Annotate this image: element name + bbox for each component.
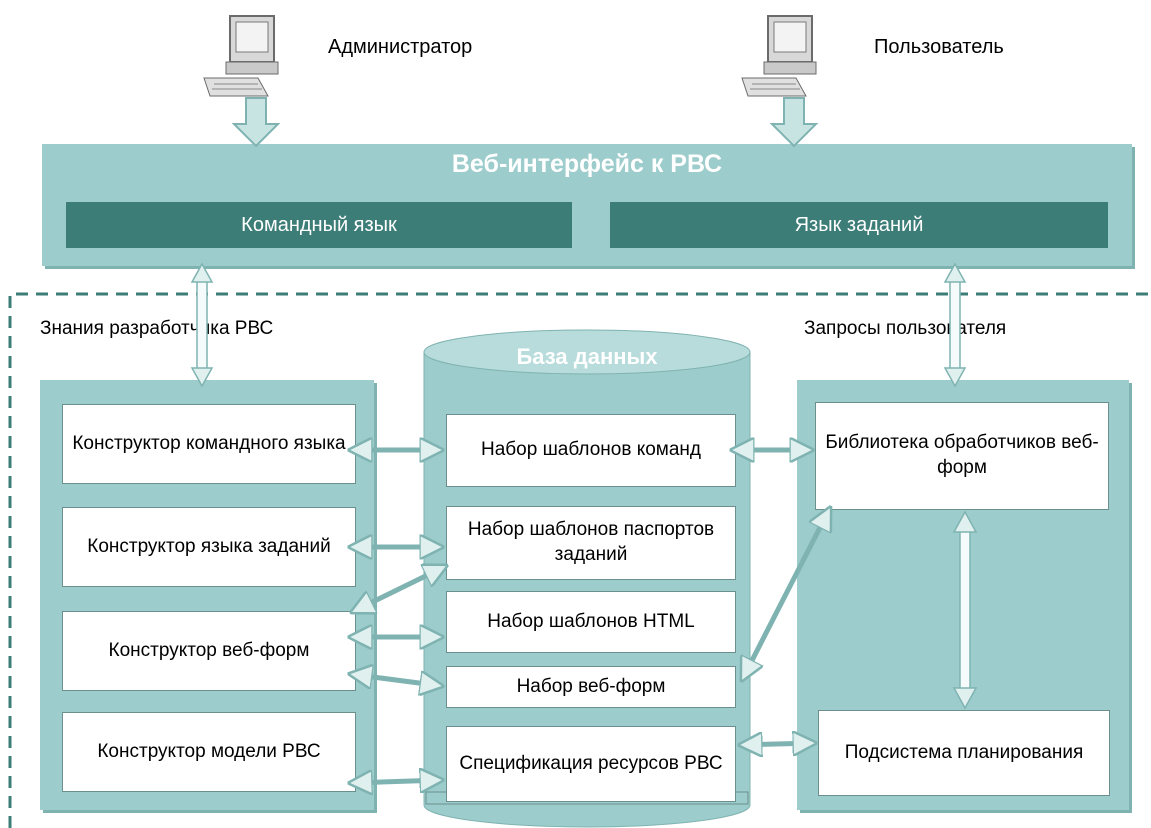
resources-specification: Спецификация ресурсов РВС — [446, 726, 736, 802]
html-templates: Набор шаблонов HTML — [446, 591, 736, 653]
command-language-bar: Командный язык — [66, 202, 572, 248]
user-label: Пользователь — [874, 36, 1004, 58]
developer-knowledge-label: Знания разработчика РВС — [40, 318, 274, 339]
web-forms-set: Набор веб-форм — [446, 666, 736, 708]
task-language-constructor: Конструктор языка заданий — [62, 507, 356, 587]
task-passport-templates: Набор шаблонов паспортов заданий — [446, 506, 736, 580]
link-webforms-library — [742, 508, 830, 680]
link-model-constructor-specification — [350, 780, 442, 783]
web-form-handlers-library: Библиотека обработчиков веб-форм — [815, 402, 1109, 510]
developer-knowledge-arrow — [190, 262, 214, 388]
command-language-constructor: Конструктор командного языка — [62, 404, 356, 484]
link-webforms-constructor-passports — [352, 566, 446, 612]
web-interface-title: Веб-интерфейс к РВС — [451, 150, 723, 178]
user-down-arrow — [769, 97, 819, 148]
admin-label: Администратор — [328, 36, 473, 58]
admin-down-arrow — [231, 97, 281, 148]
model-constructor: Конструктор модели РВС — [62, 712, 356, 792]
admin-computer-icon — [200, 8, 280, 103]
link-library-planning — [952, 510, 978, 710]
link-specification-planning — [740, 743, 815, 745]
command-templates: Набор шаблонов команд — [446, 414, 736, 487]
user-computer-icon — [738, 8, 818, 103]
link-webforms-constructor-webforms — [350, 674, 442, 686]
planning-subsystem: Подсистема планирования — [818, 710, 1110, 796]
database-title: База данных — [516, 344, 658, 369]
web-forms-constructor: Конструктор веб-форм — [62, 611, 356, 691]
task-language-bar: Язык заданий — [610, 202, 1108, 248]
user-requests-arrow — [943, 262, 967, 388]
